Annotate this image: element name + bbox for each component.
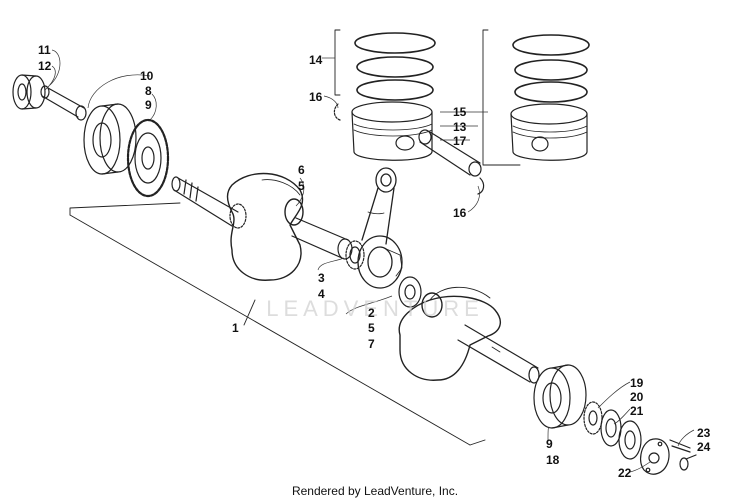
piston-ring-brackets [334,29,521,166]
connecting-rod [357,167,403,289]
piston-rings-right [512,34,590,103]
footer-credit: Rendered by LeadVenture, Inc. [291,484,459,498]
circlip-16-right [477,177,485,195]
leader-lines [44,49,695,473]
seal-stack-19-21 [583,401,642,460]
callout-3: 3 [318,271,325,285]
piston-left [351,101,433,161]
callout-5: 5 [298,179,305,193]
left-bearing-11 [12,74,46,110]
crank-pin [291,217,365,270]
callout-19: 19 [630,376,644,390]
piston-right [510,103,588,161]
callout-10: 10 [140,69,154,83]
callout-8: 8 [145,84,152,98]
callout-1: 1 [232,321,239,335]
callout-21: 21 [630,404,644,418]
piston-pin [418,129,482,177]
callout-15: 15 [453,105,467,119]
right-bearing-9 [533,364,587,429]
callout-11: 11 [38,43,51,57]
callout-22: 22 [618,466,632,480]
left-crank-web [226,172,304,281]
assembly-bracket [69,202,486,446]
right-crank-shaft [457,324,540,384]
callout-7: 7 [368,337,375,351]
callout-20: 20 [630,390,644,404]
thrust-washer-5 [398,276,422,308]
callout-2: 2 [368,306,375,320]
callout-4: 4 [318,287,325,301]
callout-23: 23 [697,426,711,440]
callout-9b: 9 [546,437,553,451]
bearing-8 [83,103,137,175]
retainer-plate-22 [640,438,670,475]
shaft-10 [40,85,87,121]
callout-18: 18 [546,453,560,467]
callout-24: 24 [697,440,711,454]
callout-12: 12 [38,59,52,73]
callout-13: 13 [453,120,467,134]
watermark-text: LEADVENTURE [266,296,484,321]
callout-16: 16 [309,90,323,104]
callout-17: 17 [453,134,467,148]
bolts-23-24 [669,439,697,471]
piston-rings-14 [354,32,436,101]
left-crank-shaft [171,176,247,229]
callout-6: 6 [298,163,305,177]
gear-9 [126,118,170,198]
callout-9: 9 [145,98,152,112]
callout-14: 14 [309,53,323,67]
right-crank-web [398,286,502,381]
callout-16b: 16 [453,206,467,220]
callout-5b: 5 [368,321,375,335]
circlip-16-left [333,103,341,121]
